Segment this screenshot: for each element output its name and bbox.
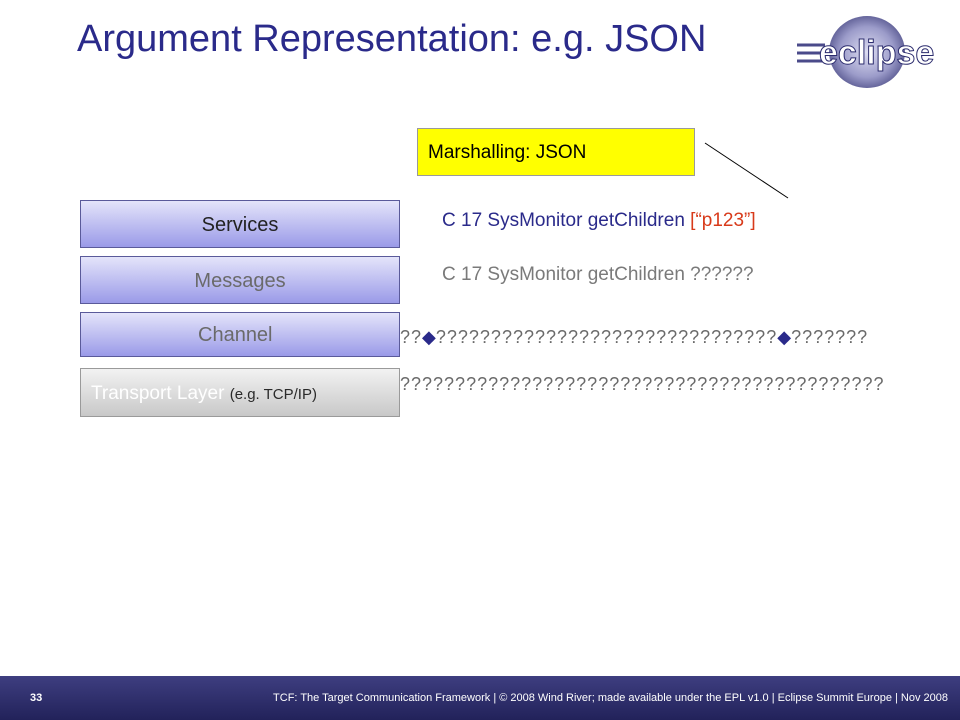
layer-messages: Messages [80,256,400,304]
eclipse-logo-icon: eclipse [795,12,945,92]
services-command: C 17 SysMonitor getChildren [442,210,691,231]
services-arguments: [“p123”] [690,210,756,231]
channel-separator-icon: ◆ [422,327,436,347]
messages-message: C 17 SysMonitor getChildren ?????? [442,264,754,285]
marshalling-label-box: Marshalling: JSON [417,128,695,176]
transport-label: Transport Layer [91,383,225,404]
layer-services: Services [80,200,400,248]
page-number: 33 [30,692,43,704]
footer-text: TCF: The Target Communication Framework … [273,692,948,704]
transport-note: (e.g. TCP/IP) [229,386,317,403]
channel-part-c: ??????? [791,327,869,347]
channel-part-b: ??????????????????????????????? [435,327,778,347]
layer-transport: Transport Layer (e.g. TCP/IP) [80,368,400,417]
channel-part-a: ?? [400,327,423,347]
channel-message: ??◆???????????????????????????????◆?????… [400,327,868,348]
slide-title: Argument Representation: e.g. JSON [77,18,707,60]
layer-channel: Channel [80,312,400,357]
logo-text: eclipse [819,34,934,72]
footer-bar: 33 TCF: The Target Communication Framewo… [0,676,960,720]
services-message: C 17 SysMonitor getChildren [“p123”] [442,210,756,232]
connector-line [704,142,789,199]
channel-separator-icon: ◆ [777,327,792,347]
transport-message: ????????????????????????????????????????… [400,374,885,394]
